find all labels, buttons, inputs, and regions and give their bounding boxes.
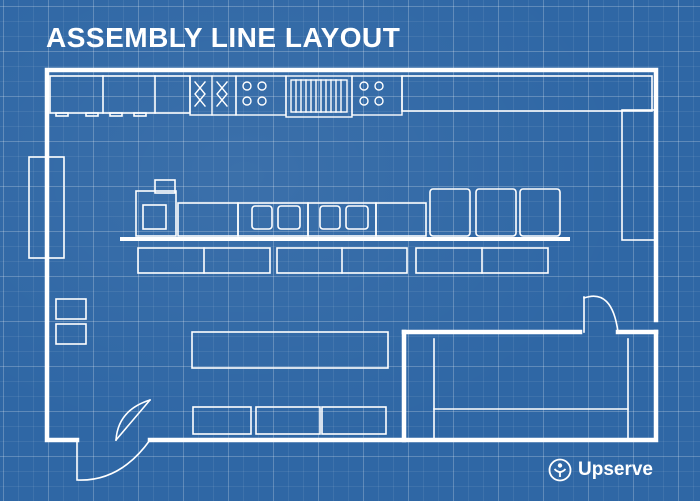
wall-shelves	[55, 298, 87, 345]
side-window	[28, 156, 65, 259]
page-title: ASSEMBLY LINE LAYOUT	[46, 22, 401, 53]
bottom-counters	[192, 406, 387, 435]
entry-door	[76, 398, 152, 481]
flat-top-grill	[285, 75, 353, 118]
fryers	[189, 75, 237, 116]
walk-in-storage	[433, 338, 629, 439]
prep-table	[191, 331, 389, 369]
back-counter	[49, 75, 653, 117]
storage-door	[582, 295, 619, 333]
wall-cabinet	[621, 109, 657, 241]
range-stove-right	[351, 75, 403, 116]
brand-name: Upserve	[578, 459, 653, 480]
upserve-logo-icon	[548, 458, 572, 482]
range-stove-left	[235, 75, 287, 116]
brand-logo: Upserve	[548, 458, 653, 482]
under-counter-units	[137, 247, 549, 274]
prep-line	[120, 179, 570, 241]
